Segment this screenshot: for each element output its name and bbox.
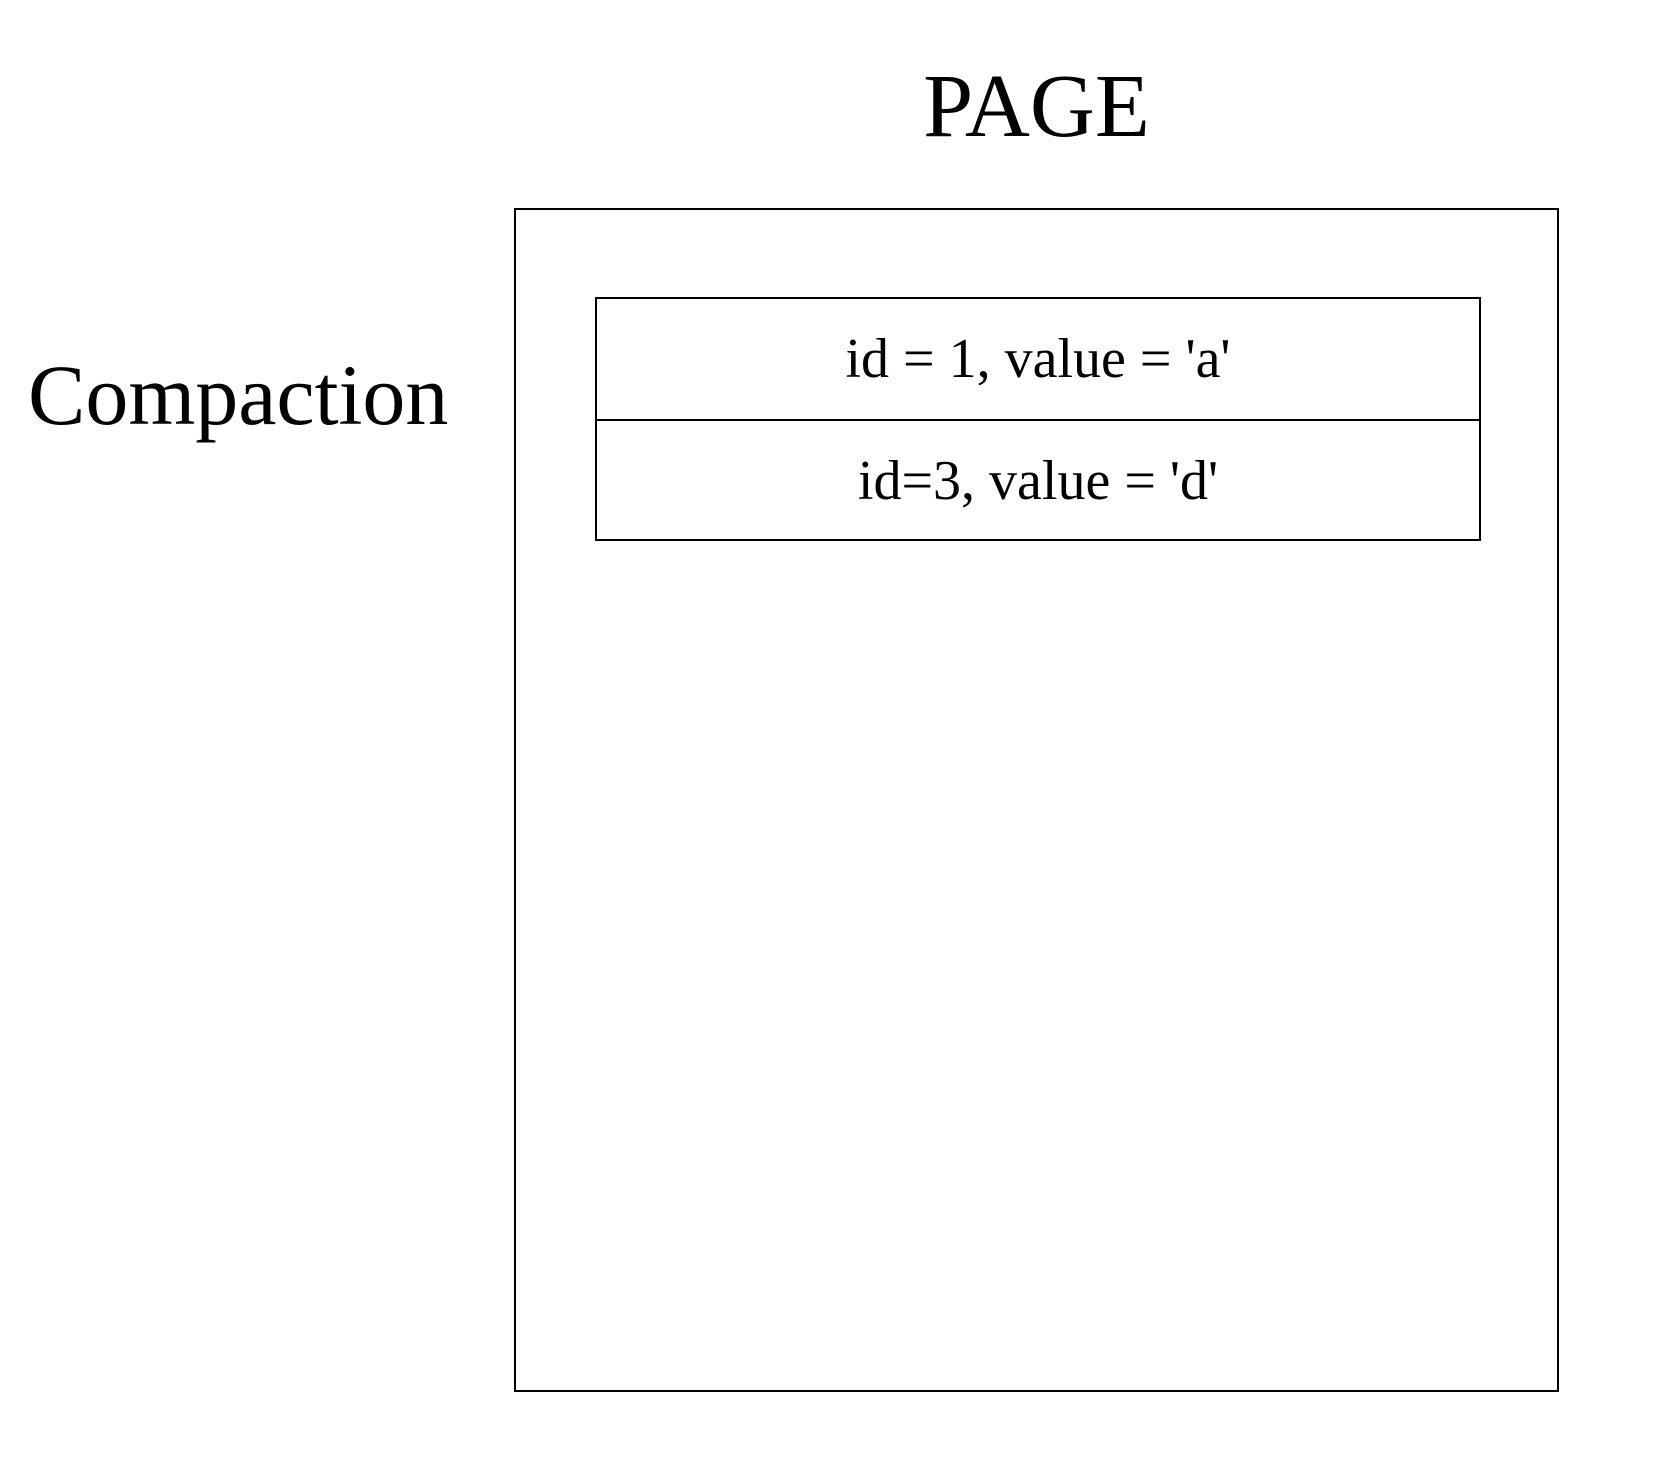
record-list: id = 1, value = 'a' id=3, value = 'd'	[595, 297, 1481, 541]
page-box: id = 1, value = 'a' id=3, value = 'd'	[514, 208, 1559, 1392]
compaction-label: Compaction	[28, 347, 449, 443]
record-row: id = 1, value = 'a'	[845, 328, 1231, 390]
page-title: PAGE	[923, 57, 1150, 156]
record-row: id=3, value = 'd'	[597, 419, 1479, 539]
